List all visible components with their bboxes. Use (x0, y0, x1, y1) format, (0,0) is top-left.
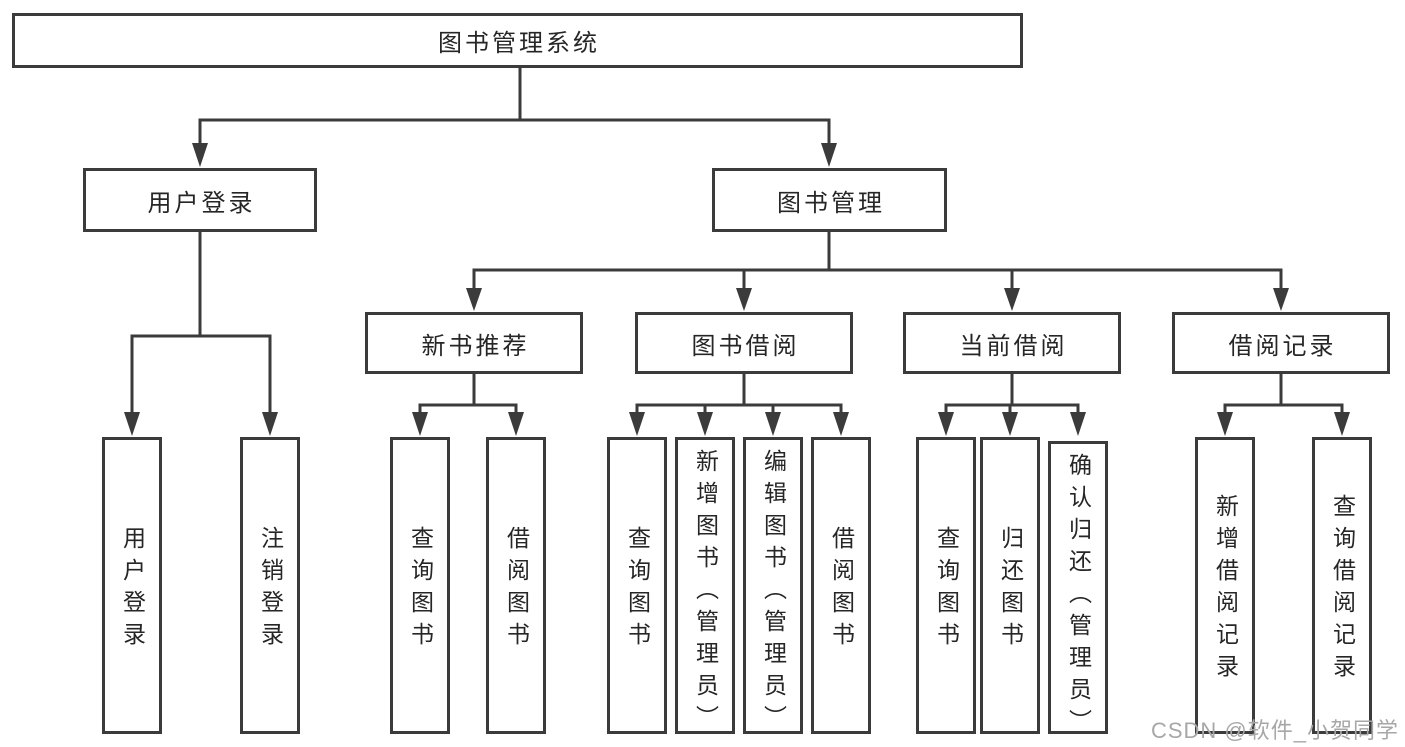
leaf-bb-query-books: 查询图书 (607, 437, 667, 734)
leaf-bb-edit-book-admin: 编辑图书（管理员） (743, 437, 803, 737)
connector-login-branch (130, 232, 272, 416)
arrowhead-leaf-logout (262, 412, 278, 436)
leaf-br-query-record: 查询借阅记录 (1312, 437, 1372, 734)
connector-borrow-records-group (1223, 374, 1344, 416)
node-root: 图书管理系统 (12, 13, 1023, 68)
node-user-login-branch: 用户登录 (83, 168, 317, 232)
node-current-borrow: 当前借阅 (903, 312, 1121, 374)
arrowhead-nb-borrow (508, 412, 524, 436)
leaf-br-add-record: 新增借阅记录 (1195, 437, 1255, 734)
arrowhead-cb-confirm (1070, 412, 1086, 436)
arrowhead-bb-query (629, 412, 645, 436)
arrowhead-bb-edit (765, 412, 781, 436)
leaf-nb-borrow-books: 借阅图书 (486, 437, 546, 734)
arrowhead-bb-add (697, 412, 713, 436)
arrowhead-nb-query (412, 412, 428, 436)
arrowhead-cb-return (1002, 412, 1018, 436)
connector-new-book-group (418, 374, 518, 416)
connector-current-borrow-group (944, 374, 1080, 416)
leaf-logout: 注销登录 (240, 437, 300, 734)
node-new-book-recommend: 新书推荐 (365, 312, 583, 374)
leaf-bb-add-book-admin: 新增图书（管理员） (675, 437, 735, 737)
leaf-user-login: 用户登录 (102, 437, 162, 734)
arrowhead-leaf-user-login (124, 412, 140, 436)
arrowhead-cb-query (938, 412, 954, 436)
arrowhead-br-add (1217, 412, 1233, 436)
arrowhead-user-login (192, 143, 208, 167)
leaf-bb-borrow-books: 借阅图书 (811, 437, 871, 734)
leaf-cb-confirm-return-admin: 确认归还（管理员） (1048, 441, 1108, 741)
arrowhead-group-borrow-records (1273, 288, 1289, 311)
node-book-management: 图书管理 (712, 168, 947, 232)
node-borrow-records: 借阅记录 (1172, 312, 1390, 374)
arrowhead-book-management (821, 143, 837, 167)
leaf-nb-query-books: 查询图书 (390, 437, 450, 734)
csdn-watermark: CSDN @软件_小贺同学 (1150, 718, 1399, 743)
arrowhead-group-new-book (466, 288, 482, 311)
connector-management-to-groups (472, 232, 1283, 292)
connector-root-to-level2 (198, 68, 831, 146)
arrowhead-group-current-borrow (1004, 288, 1020, 311)
connector-book-borrow-group (635, 374, 843, 416)
node-book-borrow: 图书借阅 (635, 312, 853, 374)
arrowhead-group-book-borrow (736, 288, 752, 311)
arrowhead-br-query (1334, 412, 1350, 436)
leaf-cb-return-books: 归还图书 (980, 437, 1040, 734)
arrowhead-bb-borrow (833, 412, 849, 436)
leaf-cb-query-books: 查询图书 (916, 437, 976, 734)
